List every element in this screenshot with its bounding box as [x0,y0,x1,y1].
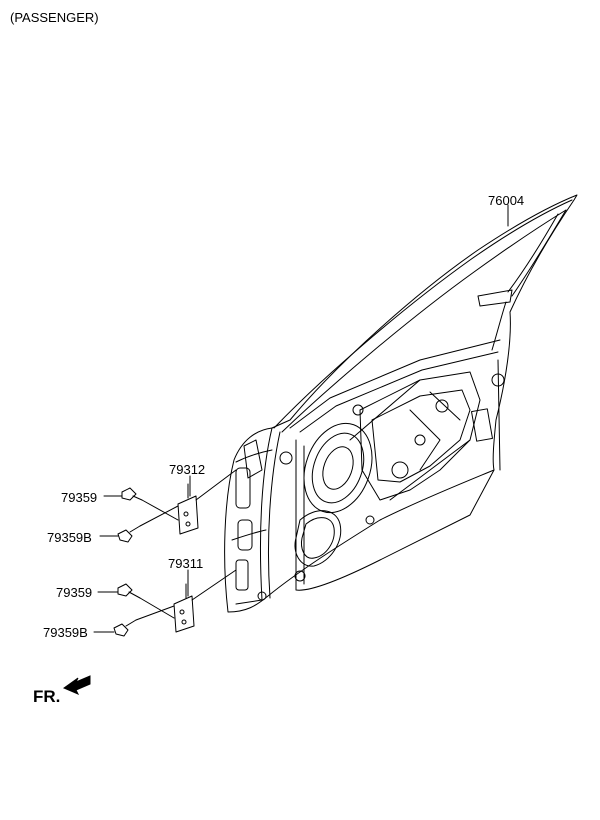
hinge-mount-area [235,439,263,591]
front-direction-arrow-icon [62,675,91,695]
callout-lower-bolt: 79359 [56,585,93,600]
speaker-opening [303,422,373,514]
door-panel-outline [224,194,578,613]
front-direction-label: FR. [33,687,61,706]
callout-lower-hinge: 79311 [168,556,204,571]
lower-service-hole [294,510,342,567]
lower-bolt [117,583,175,619]
lower-hinge [173,569,237,633]
callout-upper-bolt: 79359 [61,490,98,505]
callout-lower-bolt-b: 79359B [43,625,88,640]
variant-label: (PASSENGER) [10,10,99,25]
callout-upper-bolt-b: 79359B [47,530,92,545]
leader-lines [93,204,509,633]
lower-bolt-b [113,605,175,637]
upper-hinge [177,469,237,535]
upper-bolt-b [117,505,179,543]
window-regulator [257,371,505,601]
upper-bolt [121,487,179,521]
callout-door-panel: 76004 [488,193,525,208]
callout-upper-hinge: 79312 [169,462,206,477]
